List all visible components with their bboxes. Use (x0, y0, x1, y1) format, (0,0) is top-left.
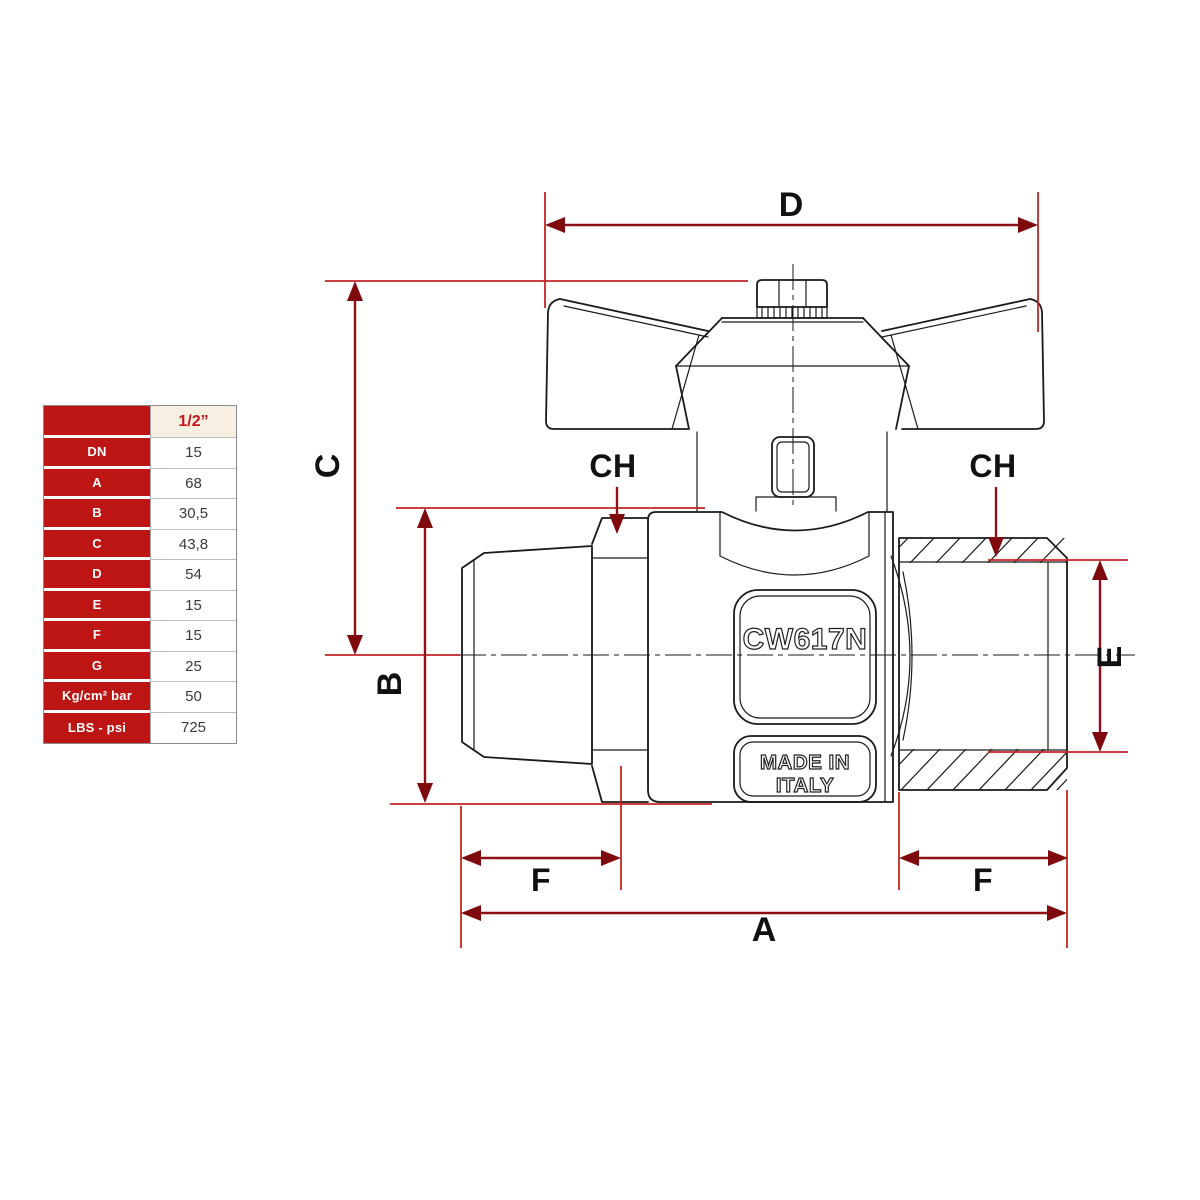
spec-table: 1/2” DN 15 A 68 B 30,5 C 43,8 D 54 E 15 … (43, 405, 237, 744)
valve-body: CW617N MADE IN ITALY (647, 511, 911, 803)
dim-label-a: A (752, 911, 777, 949)
valve-stem (696, 431, 888, 512)
row-value: 30,5 (150, 499, 236, 530)
row-value: 68 (150, 468, 236, 499)
row-label: DN (44, 438, 150, 469)
body-marking-italy: ITALY (776, 774, 834, 797)
dim-label-d: D (779, 186, 804, 224)
table-row: DN 15 (44, 438, 236, 469)
handle-butterfly (545, 298, 1045, 430)
dimension-labels: D C B E F F A CH CH (309, 186, 1129, 949)
spec-table-size-header: 1/2” (150, 406, 236, 438)
dim-label-c: C (309, 454, 347, 479)
body-hex-left (591, 517, 649, 803)
centerlines (460, 264, 1135, 656)
dim-label-ch-left: CH (589, 448, 636, 484)
dim-label-e: E (1091, 646, 1129, 669)
table-row: E 15 (44, 590, 236, 621)
table-row: LBS - psi 725 (44, 712, 236, 743)
row-value: 54 (150, 560, 236, 591)
row-value: 15 (150, 621, 236, 652)
table-row: C 43,8 (44, 529, 236, 560)
male-thread-end (461, 545, 593, 765)
row-label: D (44, 560, 150, 591)
dim-label-f-left: F (531, 862, 551, 898)
row-label: F (44, 621, 150, 652)
row-value: 15 (150, 590, 236, 621)
table-row: A 68 (44, 468, 236, 499)
table-row: G 25 (44, 651, 236, 682)
table-row: D 54 (44, 560, 236, 591)
row-value: 15 (150, 438, 236, 469)
row-label: B (44, 499, 150, 530)
table-row: B 30,5 (44, 499, 236, 530)
dim-label-f-right: F (973, 862, 993, 898)
spec-table-header-empty (44, 406, 150, 438)
table-row: F 15 (44, 621, 236, 652)
spec-table-header-row: 1/2” (44, 406, 236, 438)
stem-nut (756, 279, 828, 319)
extension-lines (325, 192, 1128, 948)
row-label: C (44, 529, 150, 560)
row-label: Kg/cm² bar (44, 682, 150, 713)
hatch-band-bottom (899, 749, 1067, 790)
row-value: 25 (150, 651, 236, 682)
row-value: 43,8 (150, 529, 236, 560)
female-thread-end (898, 537, 1068, 791)
row-value: 50 (150, 682, 236, 713)
row-label: E (44, 590, 150, 621)
dim-label-b: B (371, 672, 409, 697)
row-label: A (44, 468, 150, 499)
row-value: 725 (150, 712, 236, 743)
dim-label-ch-right: CH (969, 448, 1016, 484)
dimension-lines (347, 217, 1108, 921)
table-row: Kg/cm² bar 50 (44, 682, 236, 713)
body-marking-made-in: MADE IN (760, 751, 850, 774)
row-label: G (44, 651, 150, 682)
body-marking-alloy: CW617N (743, 623, 868, 656)
hatch-band-top (899, 538, 1067, 563)
row-label: LBS - psi (44, 712, 150, 743)
